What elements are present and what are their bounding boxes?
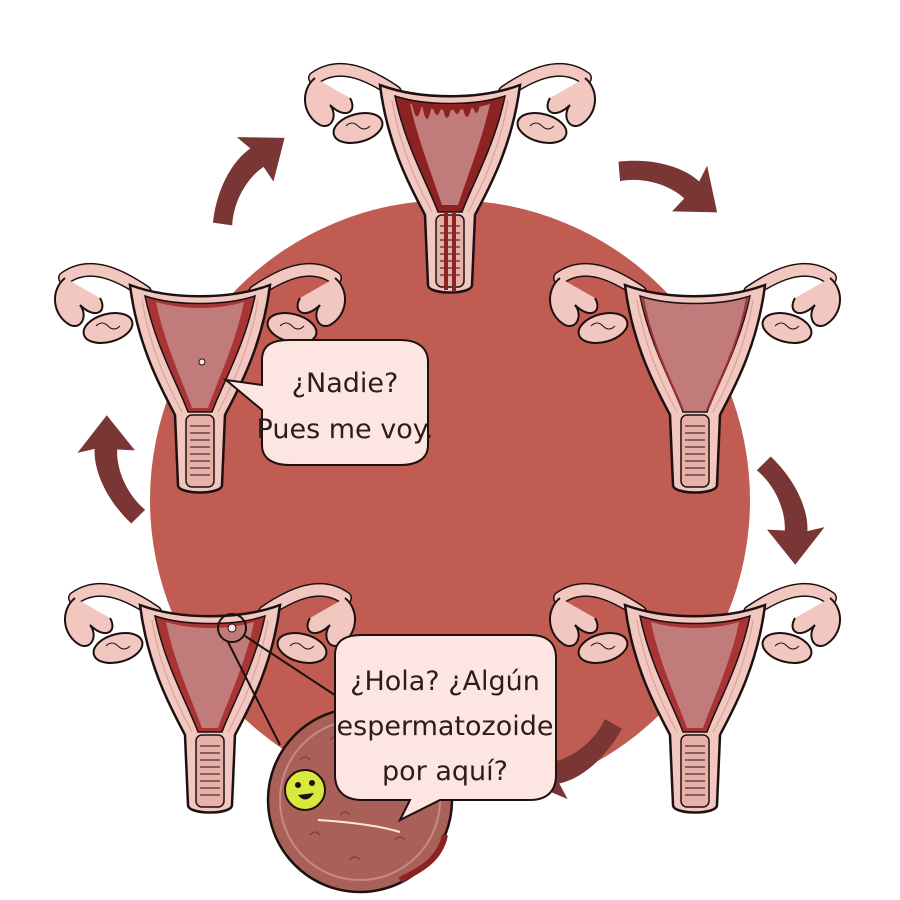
bubble-nadie-line-1: ¿Nadie? bbox=[292, 368, 399, 399]
egg-marker bbox=[198, 358, 206, 366]
speech-bubble-hola: ¿Hola? ¿Algún espermatozoide por aquí? bbox=[334, 634, 557, 823]
bubble-hola-line-1: ¿Hola? ¿Algún bbox=[350, 666, 540, 697]
zoom-line bbox=[227, 641, 281, 746]
uterus-icon-ovulation bbox=[65, 590, 355, 813]
egg-marker bbox=[227, 623, 237, 633]
zoom-line bbox=[244, 635, 351, 706]
cycle-arrow-icon bbox=[74, 412, 147, 528]
uterus-icon-late bbox=[55, 270, 345, 493]
bubble-nadie-line-2: Pues me voy. bbox=[257, 414, 434, 445]
zoom-ring bbox=[217, 613, 247, 643]
cycle-arrow-icon bbox=[609, 122, 736, 237]
bubble-hola-line-2: espermatozoide bbox=[337, 711, 554, 742]
cycle-arrow-icon bbox=[755, 452, 828, 568]
speech-bubble-nadie: ¿Nadie? Pues me voy. bbox=[222, 339, 434, 466]
egg-face bbox=[284, 769, 326, 811]
cycle-arrow-icon bbox=[181, 113, 305, 234]
bubble-hola-line-3: por aquí? bbox=[382, 756, 508, 787]
